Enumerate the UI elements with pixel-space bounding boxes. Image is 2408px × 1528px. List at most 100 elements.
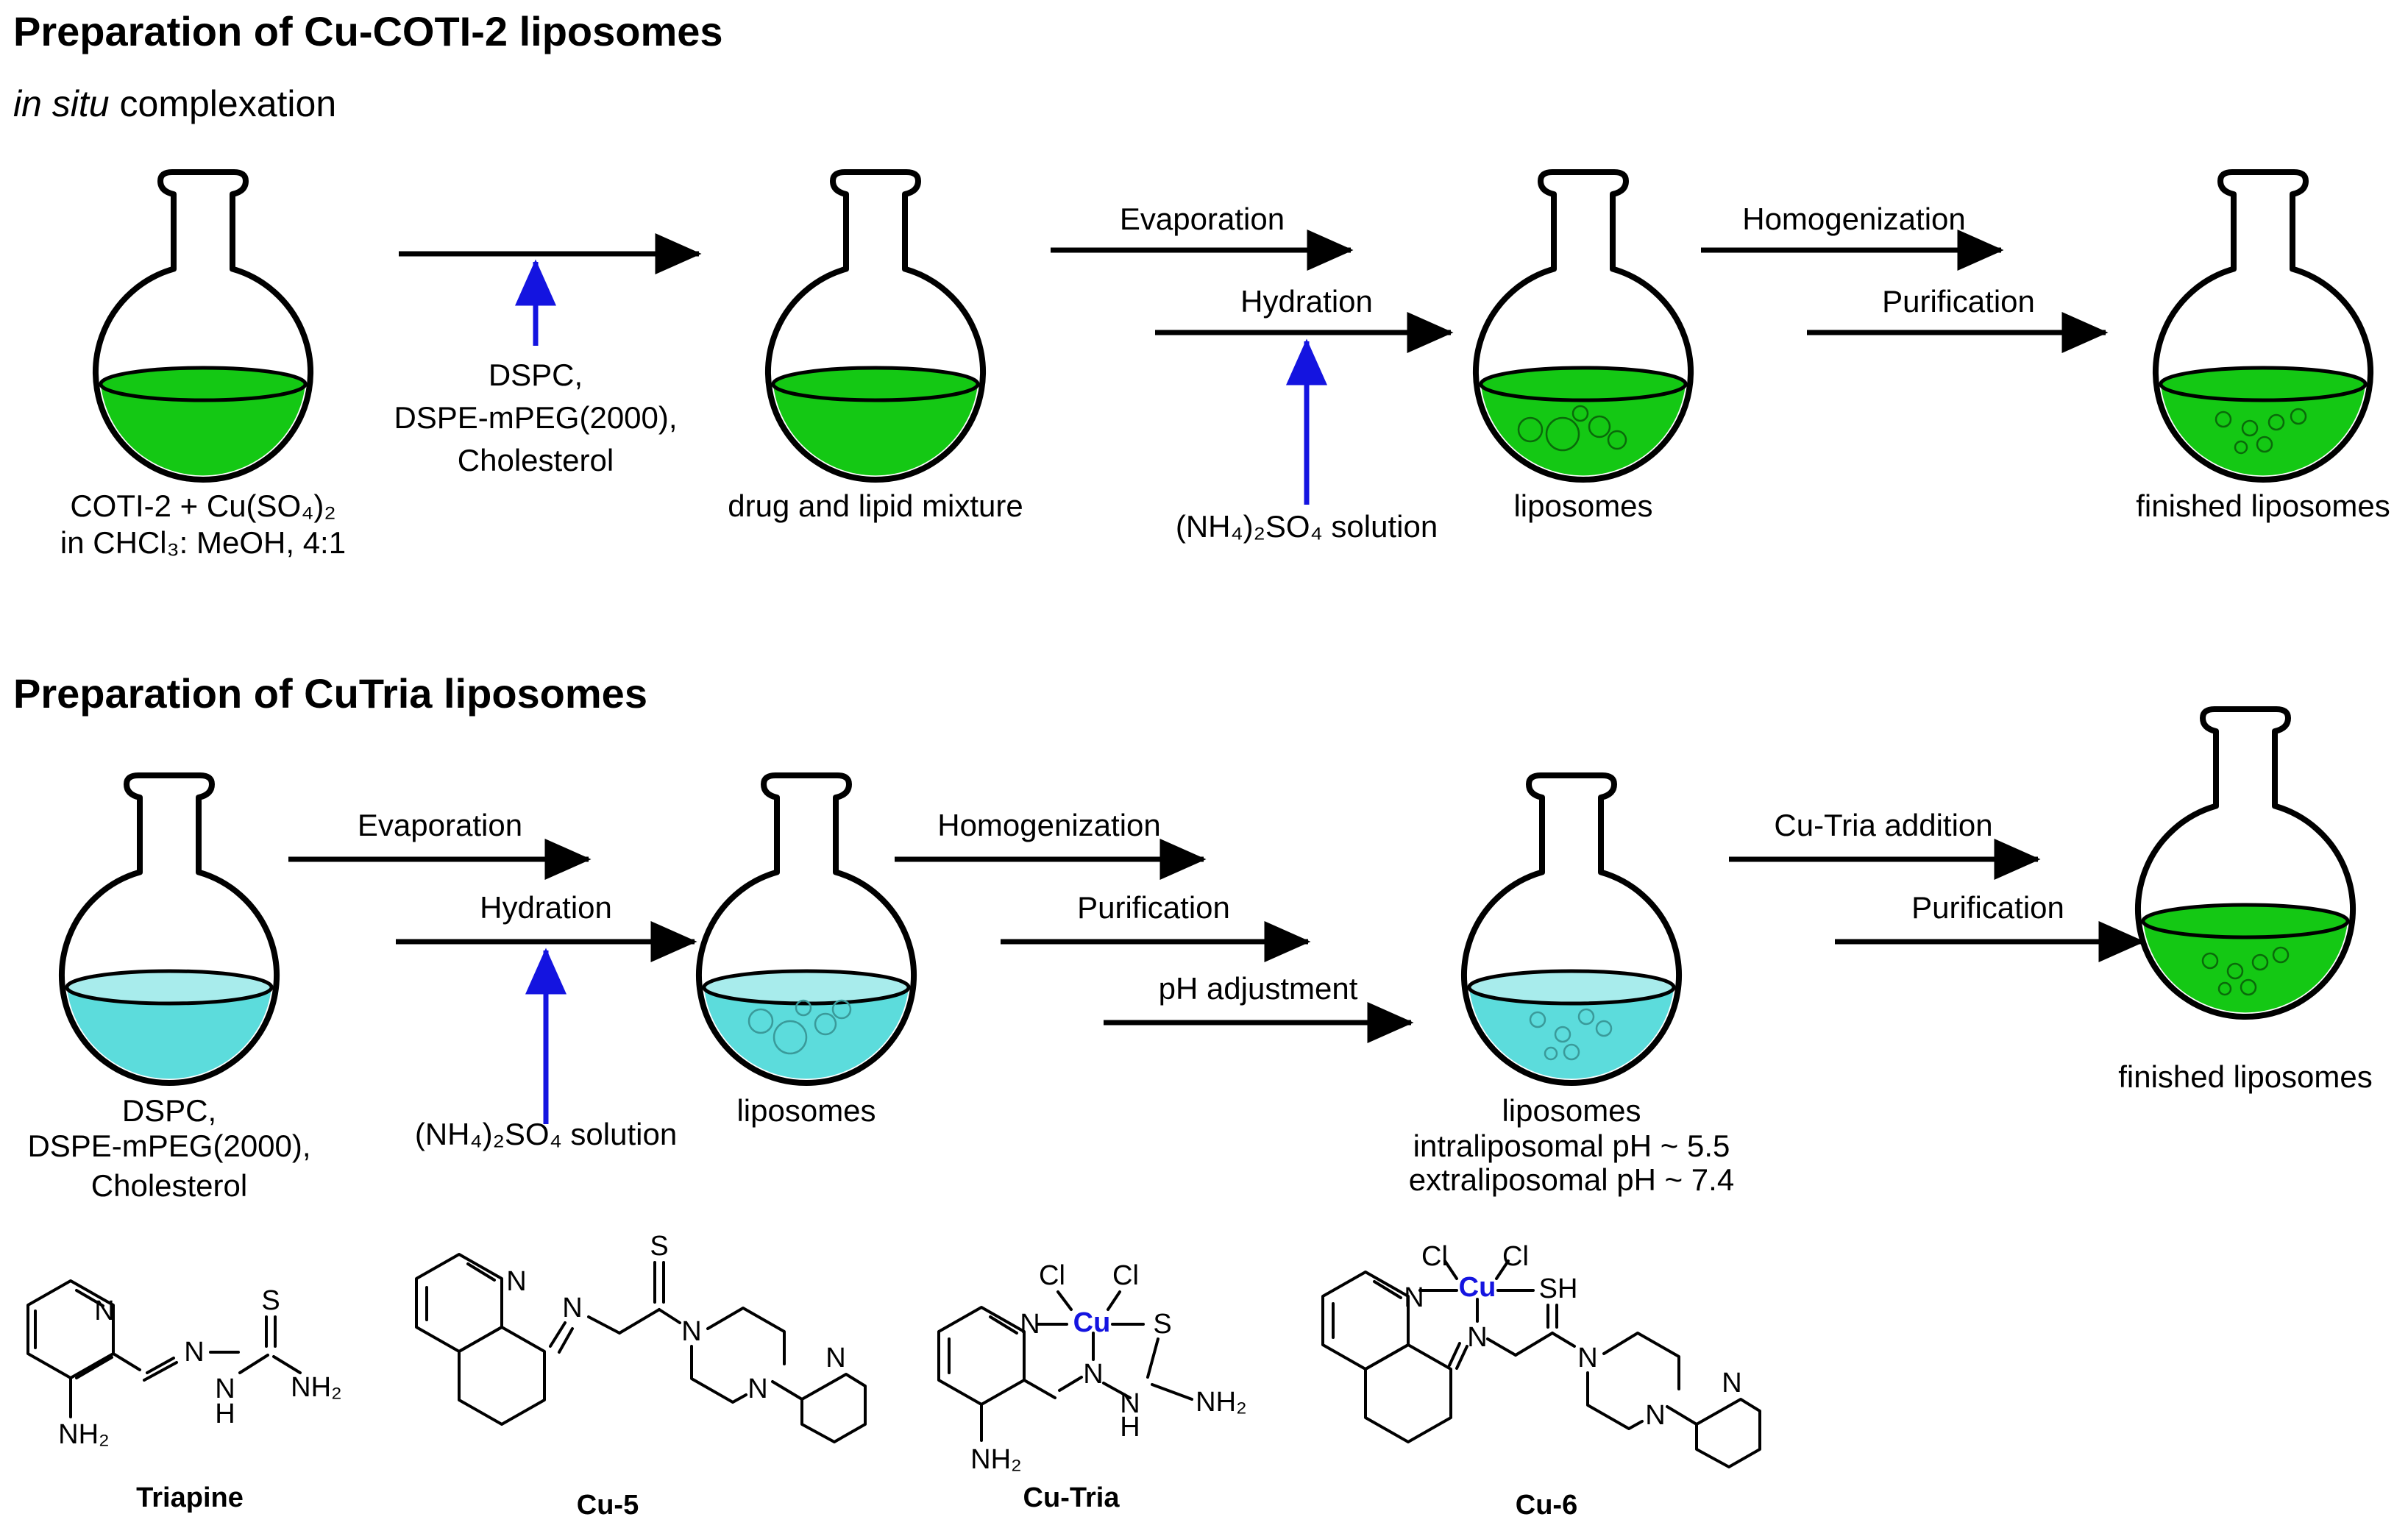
triapine-n2: N <box>215 1374 235 1404</box>
flask-finished-green-2-bubble <box>2251 953 2269 971</box>
cutria-nh2: NH₂ <box>1196 1387 1247 1418</box>
cutria-s: S <box>1153 1309 1171 1340</box>
flask-finished-green-1-outline <box>2153 169 2373 483</box>
flask-start-cyan-outline <box>59 772 280 1087</box>
flask-gradient-cyan-surface <box>1467 969 1676 1006</box>
cutria-amine: NH₂ <box>970 1444 1022 1475</box>
flask-mixture-green <box>765 169 986 483</box>
section1-heading: Preparation of Cu-COTI-2 liposomes <box>13 8 723 54</box>
cu6-n-imine: N <box>1467 1322 1487 1353</box>
section2-heading: Preparation of CuTria liposomes <box>13 670 647 717</box>
flask-finished-green-2-liquid <box>2142 921 2348 1013</box>
cu6-cl1: Cl <box>1421 1241 1448 1272</box>
flask-finished-green-2-bubble <box>2201 952 2219 970</box>
cutria-n2: N <box>1120 1388 1140 1419</box>
gradient-line3: extraliposomal pH ~ 7.4 <box>1409 1162 1734 1197</box>
reagent-line1: DSPC, <box>489 358 583 392</box>
flask-liposomes-green-bubble <box>1588 415 1611 438</box>
flask-finished-green-1-bubble <box>2215 411 2232 428</box>
flask-liposomes-cyan-bubble <box>814 1012 837 1036</box>
cu6-n-pip1: N <box>1577 1343 1597 1374</box>
label-evaporation-2: Evaporation <box>358 808 522 842</box>
flask-finished-green-1 <box>2153 169 2373 483</box>
salt-solution-1: (NH₄)₂SO₄ solution <box>1176 509 1438 544</box>
flask-start-green-surface <box>99 366 308 402</box>
salt-solution-2: (NH₄)₂SO₄ solution <box>415 1117 677 1151</box>
triapine-h: H <box>215 1399 235 1429</box>
flask-gradient-cyan-liquid <box>1468 987 1674 1079</box>
gradient-line1: liposomes <box>1502 1093 1641 1128</box>
triapine-structure: N N N H S NH₂ NH₂ Triapine <box>26 1279 342 1513</box>
flask-liposomes-green <box>1473 169 1694 483</box>
flask-gradient-cyan-bubble <box>1563 1043 1580 1061</box>
flask-liposomes-green-bubble <box>1545 416 1580 452</box>
cu6-n-pip2: N <box>1645 1400 1665 1431</box>
flask-finished-green-1-surface <box>2159 366 2368 402</box>
flask-finished-green-2-surface <box>2141 903 2350 939</box>
flask-gradient-cyan <box>1461 772 1682 1087</box>
cu5-n-py: N <box>825 1343 845 1374</box>
finished-caption-1: finished liposomes <box>2136 488 2390 523</box>
label-evaporation-1: Evaporation <box>1120 202 1285 236</box>
flask-finished-green-1-bubble <box>2290 408 2307 425</box>
cu6-structure: N Cu Cl Cl SH N N N N Cu-6 <box>1321 1241 1761 1521</box>
flask-liposomes-cyan <box>696 772 917 1087</box>
cutria-n-ring: N <box>1020 1309 1040 1340</box>
gradient-line2: intraliposomal pH ~ 5.5 <box>1413 1129 1730 1163</box>
flask-gradient-cyan-bubble <box>1529 1011 1546 1028</box>
start2-line3: Cholesterol <box>91 1168 247 1203</box>
flask-gradient-cyan-bubble <box>1554 1026 1571 1043</box>
cutria-n1: N <box>1083 1359 1103 1390</box>
start-caption-line1: COTI-2 + Cu(SO₄)₂ <box>70 488 335 523</box>
cu5-n-pip2: N <box>747 1374 767 1404</box>
flask-liposomes-cyan-bubble <box>795 999 812 1017</box>
flask-start-green-outline <box>93 169 313 483</box>
label-purification-2: Purification <box>1077 890 1230 925</box>
cu5-n-ring: N <box>506 1266 526 1297</box>
cutria-h: H <box>1120 1412 1140 1443</box>
flask-finished-green-2-outline <box>2135 706 2356 1020</box>
cu6-sh: SH <box>1539 1273 1578 1304</box>
flask-liposomes-green-bubble <box>1517 416 1544 443</box>
triapine-n1: N <box>184 1337 204 1368</box>
cu5-n-pip1: N <box>681 1316 701 1347</box>
flask-start-cyan-liquid <box>66 987 272 1079</box>
flask-liposomes-cyan-bubble <box>747 1008 774 1034</box>
cu6-name: Cu-6 <box>1516 1490 1577 1521</box>
flask-liposomes-cyan-surface <box>702 969 911 1006</box>
flask-liposomes-cyan-outline <box>696 772 917 1087</box>
mixture-caption: drug and lipid mixture <box>728 488 1023 523</box>
start2-line1: DSPC, <box>122 1093 216 1128</box>
reagent-line2: DSPE-mPEG(2000), <box>394 400 677 435</box>
cu6-n-py: N <box>1722 1368 1741 1399</box>
label-homogenization-2: Homogenization <box>937 808 1161 842</box>
flask-liposomes-cyan-bubble <box>773 1020 808 1055</box>
cu5-s: S <box>650 1231 668 1262</box>
flask-finished-green-1-bubble <box>2256 436 2273 453</box>
cu5-structure: N N S N N N Cu-5 <box>415 1231 867 1521</box>
flask-liposomes-green-surface <box>1479 366 1688 402</box>
cutria-cl1: Cl <box>1039 1260 1065 1291</box>
flask-finished-green-1-bubble <box>2267 413 2285 431</box>
label-purification-1: Purification <box>1882 284 2035 319</box>
subheading-rest: complexation <box>110 83 337 124</box>
triapine-s: S <box>261 1285 280 1316</box>
flask-start-green-liquid <box>100 384 306 476</box>
label-cutria-addition: Cu-Tria addition <box>1774 808 1992 842</box>
cu5-name: Cu-5 <box>577 1490 639 1521</box>
flask-start-cyan <box>59 772 280 1087</box>
cutria-name: Cu-Tria <box>1023 1482 1120 1513</box>
flask-liposomes-green-bubble <box>1607 430 1627 450</box>
flask-finished-green-2-bubble <box>2272 946 2290 964</box>
flask-gradient-cyan-bubble <box>1544 1046 1558 1061</box>
liposomes-caption-2: liposomes <box>736 1093 876 1128</box>
flask-finished-green-1-bubble <box>2234 440 2248 455</box>
label-homogenization-1: Homogenization <box>1742 202 1966 236</box>
flask-mixture-green-outline <box>765 169 986 483</box>
triapine-amine: NH₂ <box>58 1419 110 1450</box>
start2-line2: DSPE-mPEG(2000), <box>27 1129 310 1163</box>
triapine-nh2: NH₂ <box>291 1372 342 1403</box>
cu6-n-ring: N <box>1404 1282 1424 1313</box>
label-purification-3: Purification <box>1911 890 2064 925</box>
